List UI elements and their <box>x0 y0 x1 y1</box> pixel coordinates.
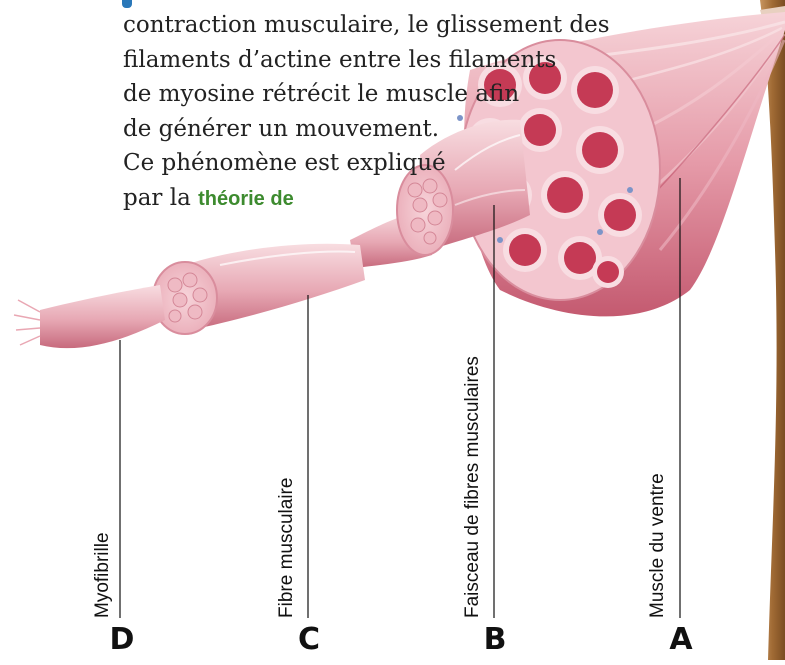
letter-b: B <box>475 622 515 657</box>
letter-c: C <box>289 622 329 657</box>
page-corner-marker <box>122 0 132 8</box>
myofibril <box>14 285 165 348</box>
letter-a: A <box>661 622 701 657</box>
theory-link[interactable]: théorie de <box>198 188 294 210</box>
label-myofibrille: Myofibrille <box>92 532 114 618</box>
paragraph-line: par la théorie de <box>123 181 495 217</box>
paragraph-line: filaments d’actine entre les filaments <box>123 43 495 78</box>
paragraph-line: de générer un mouvement. <box>123 112 495 147</box>
label-fibre-musculaire: Fibre musculaire <box>276 478 298 618</box>
tendon <box>760 0 785 660</box>
label-muscle-du-ventre: Muscle du ventre <box>647 473 669 618</box>
paragraph-line: Ce phénomène est expliqué <box>123 146 495 181</box>
fibre-segment <box>153 244 365 334</box>
letter-d: D <box>102 622 142 657</box>
intro-paragraph: contraction musculaire, le glissement de… <box>123 8 495 216</box>
label-faisceau: Faisceau de fibres musculaires <box>462 356 484 618</box>
paragraph-text: par la <box>123 185 198 211</box>
paragraph-line: de myosine rétrécit le muscle afin <box>123 77 495 112</box>
paragraph-line: contraction musculaire, le glissement de… <box>123 8 495 43</box>
